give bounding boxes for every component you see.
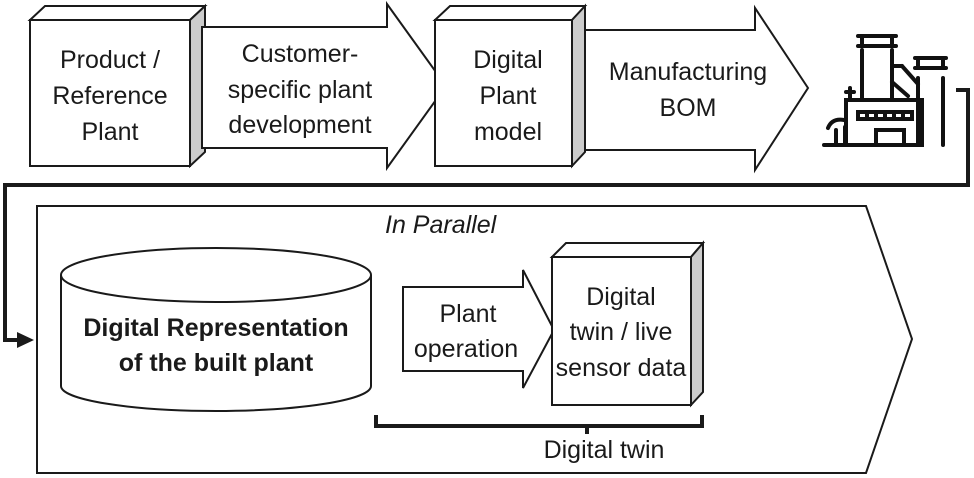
digital-twin-bracket: Digital twin (374, 415, 704, 464)
box1-line-1: Product / (60, 46, 160, 74)
arrow2-line-2: BOM (660, 94, 717, 122)
box2-line-2: Plant (480, 82, 537, 110)
digital-twin-sensor-box: Digital twin / live sensor data (549, 240, 706, 408)
manufacturing-bom-arrow: Manufacturing BOM (584, 4, 810, 174)
arrow1-line-1: Customer- (242, 40, 359, 68)
plant-operation-arrow: Plant operation (402, 269, 556, 389)
box2-line-1: Digital (473, 46, 542, 74)
arrow1-line-3: development (228, 111, 371, 139)
bracket-label: Digital twin (544, 436, 665, 464)
box1-line-2: Reference (52, 82, 167, 110)
arrow1-line-2: specific plant (228, 76, 373, 104)
twin-box-line-2: twin / live (570, 318, 673, 346)
operation-arrow-line-2: operation (414, 335, 518, 363)
customer-specific-development-arrow: Customer- specific plant development (201, 0, 448, 172)
cylinder-line-1: Digital Representation (83, 314, 348, 342)
box2-line-3: model (474, 118, 542, 146)
twin-box-line-3: sensor data (556, 354, 687, 382)
operation-arrow-line-1: Plant (440, 300, 497, 328)
return-connector (3, 88, 970, 348)
digital-representation-cylinder: Digital Representation of the built plan… (60, 247, 372, 412)
cylinder-line-2: of the built plant (119, 349, 314, 377)
twin-box-line-1: Digital (586, 283, 655, 311)
factory-icon (822, 34, 948, 147)
box1-line-3: Plant (82, 118, 139, 146)
digital-plant-model-box: Digital Plant model (432, 3, 588, 169)
product-reference-plant-box: Product / Reference Plant (27, 3, 208, 169)
arrow2-line-1: Manufacturing (609, 58, 767, 86)
connector-arrowhead-icon (17, 332, 34, 348)
in-parallel-title: In Parallel (385, 211, 498, 239)
